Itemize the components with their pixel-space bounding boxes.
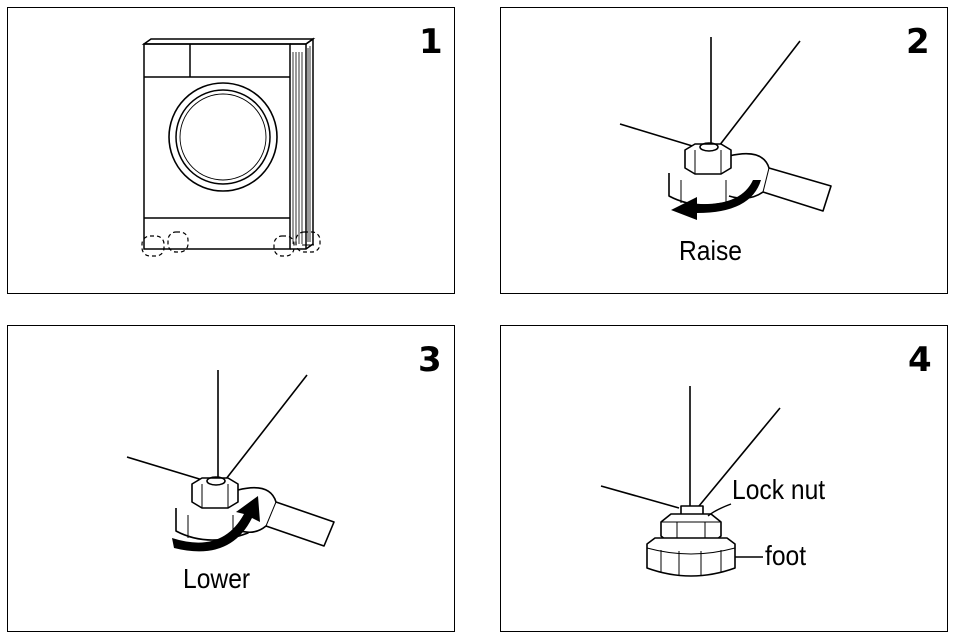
raise-caption: Raise <box>679 235 743 266</box>
step-1-panel: 1 <box>7 7 455 294</box>
lock-nut-and-foot-illustration <box>600 386 781 577</box>
step-4-panel: 4 Lock nut foot <box>500 325 948 632</box>
step-2-panel: 2 Raise <box>500 7 948 294</box>
foot-label: foot <box>765 540 807 571</box>
step-number: 1 <box>419 22 443 62</box>
step-3-panel: 3 Lower <box>7 325 455 632</box>
lock-nut-label: Lock nut <box>732 474 826 505</box>
washing-machine-illustration <box>141 37 321 257</box>
step-number: 4 <box>908 340 932 380</box>
step-number: 3 <box>418 340 442 380</box>
lower-caption: Lower <box>183 563 251 594</box>
lower-adjustment-illustration <box>126 370 335 552</box>
raise-adjustment-illustration <box>619 37 832 220</box>
step-number: 2 <box>906 22 930 62</box>
